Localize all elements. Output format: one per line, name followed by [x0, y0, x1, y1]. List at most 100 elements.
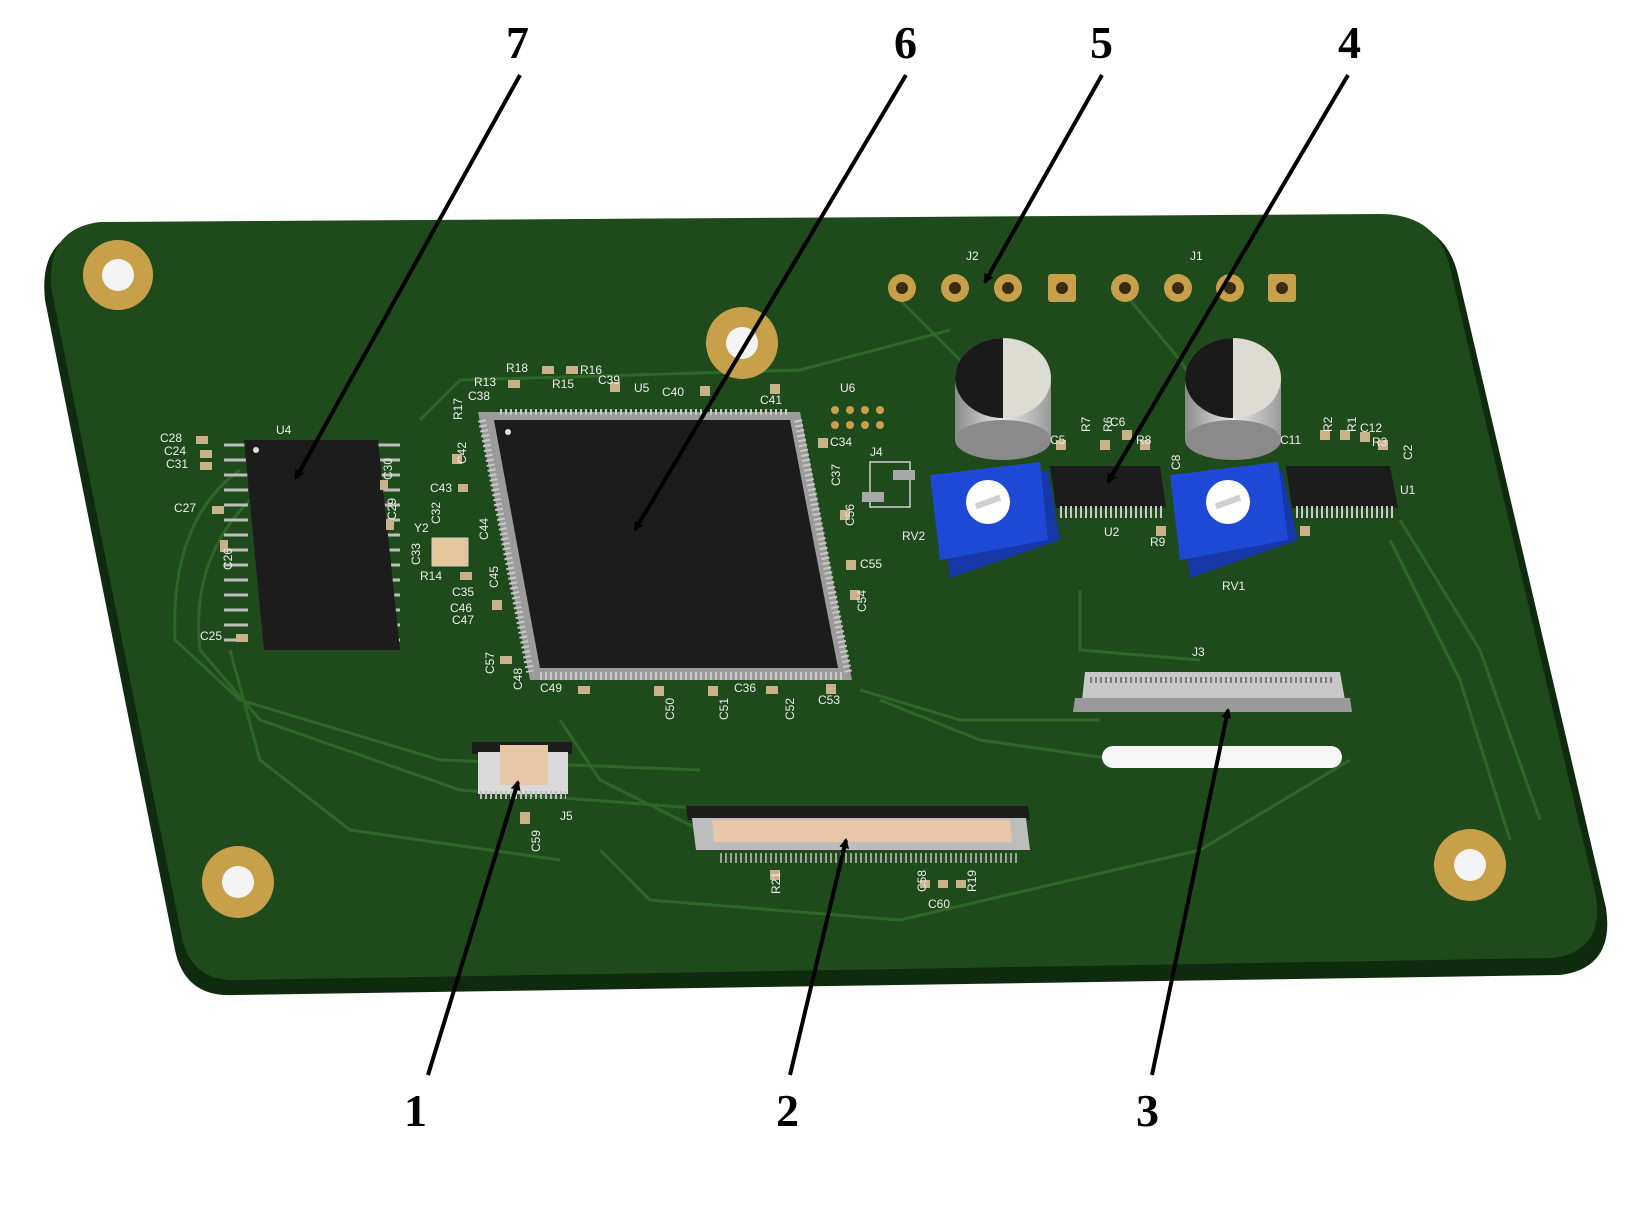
label-c35: C35	[452, 585, 474, 599]
label-r6: R6	[1101, 416, 1115, 432]
label-c8: C8	[1169, 454, 1183, 470]
label-c47: C47	[452, 613, 474, 627]
label-r18: R18	[506, 361, 528, 375]
label-c48: C48	[511, 668, 525, 690]
ic-u4	[224, 440, 400, 650]
label-c54: C54	[855, 590, 869, 612]
electrolytic-capacitor-right	[1185, 338, 1281, 460]
label-c40: C40	[662, 385, 684, 399]
label-c25: C25	[200, 629, 222, 643]
crystal-y2	[431, 537, 469, 567]
label-c6: C6	[1110, 415, 1126, 429]
label-c34: C34	[830, 435, 852, 449]
label-c53: C53	[818, 693, 840, 707]
leader-1	[426, 780, 521, 1076]
label-c37: C37	[829, 464, 843, 486]
label-c12: C12	[1360, 421, 1382, 435]
ic-u5	[478, 409, 852, 680]
label-c41: C41	[760, 393, 782, 407]
label-u2: U2	[1104, 525, 1120, 539]
callout-1: 1	[404, 1085, 427, 1136]
label-c2: C2	[1401, 444, 1415, 460]
leader-3	[1150, 708, 1232, 1076]
label-c39: C39	[598, 373, 620, 387]
footprint-u6	[831, 406, 884, 429]
mounting-hole-bottom-left	[202, 846, 274, 918]
mounting-hole-bottom-right	[1434, 829, 1506, 901]
label-u5: U5	[634, 381, 650, 395]
callout-3: 3	[1136, 1085, 1159, 1136]
label-r14: R14	[420, 569, 442, 583]
leader-6	[633, 73, 908, 532]
label-c59: C59	[529, 830, 543, 852]
label-j4: J4	[870, 445, 883, 459]
label-c60: C60	[928, 897, 950, 911]
label-u4: U4	[276, 423, 292, 437]
callout-leaders	[294, 73, 1350, 1076]
board-slot	[1102, 746, 1342, 768]
label-y2: Y2	[414, 521, 429, 535]
label-c55: C55	[860, 557, 882, 571]
mounting-hole-top-left	[83, 240, 153, 310]
callout-6: 6	[894, 17, 917, 68]
label-j3: J3	[1192, 645, 1205, 659]
label-c50: C50	[663, 698, 677, 720]
label-c56: C56	[843, 504, 857, 526]
label-c11: C11	[1280, 433, 1301, 447]
callout-5: 5	[1090, 17, 1113, 68]
label-c27: C27	[174, 501, 196, 515]
mounting-hole-top-center	[706, 307, 778, 379]
callout-7: 7	[506, 17, 529, 68]
label-c51: C51	[717, 698, 731, 720]
label-j5: J5	[560, 809, 573, 823]
label-r19: R19	[965, 870, 979, 892]
label-c36: C36	[734, 681, 756, 695]
label-r1: R1	[1345, 416, 1359, 432]
label-r13: R13	[474, 375, 496, 389]
label-c46: C46	[450, 601, 472, 615]
label-j1: J1	[1190, 249, 1203, 263]
label-c44: C44	[477, 518, 491, 540]
electrolytic-capacitor-left	[955, 338, 1051, 460]
label-c28: C28	[160, 431, 182, 445]
smd-passives	[196, 366, 1388, 888]
label-r8: R8	[1136, 433, 1152, 447]
ic-u2	[1050, 466, 1166, 518]
connector-ribbon	[686, 806, 1030, 863]
connector-j3	[1073, 672, 1352, 712]
label-c5: C5	[1050, 433, 1066, 447]
label-c26: C26	[221, 548, 235, 570]
label-c49: C49	[540, 681, 562, 695]
connector-j5	[472, 742, 572, 799]
label-c38: C38	[468, 389, 490, 403]
callout-4: 4	[1338, 17, 1361, 68]
label-c43: C43	[430, 481, 452, 495]
label-c32: C32	[429, 502, 443, 524]
label-c52: C52	[783, 698, 797, 720]
label-rv1: RV1	[1222, 579, 1245, 593]
label-c31: C31	[166, 457, 188, 471]
label-u1: U1	[1400, 483, 1416, 497]
potentiometer-rv1	[1170, 462, 1298, 578]
label-u6: U6	[840, 381, 856, 395]
component-j4	[862, 461, 915, 508]
label-r7: R7	[1079, 416, 1093, 432]
leader-5	[983, 74, 1104, 284]
label-c42: C42	[455, 442, 469, 464]
label-r15: R15	[552, 377, 574, 391]
leader-2	[788, 838, 850, 1076]
potentiometer-rv2	[930, 462, 1060, 578]
label-r3: R3	[1372, 435, 1388, 449]
label-r21: R21	[769, 872, 783, 894]
label-j2: J2	[966, 249, 979, 263]
label-c24: C24	[164, 444, 186, 458]
header-pad-holes	[896, 282, 1288, 294]
leader-4	[1106, 73, 1350, 484]
leader-7	[294, 74, 522, 480]
label-rv2: RV2	[902, 529, 925, 543]
label-c45: C45	[487, 566, 501, 588]
label-r9: R9	[1150, 535, 1166, 549]
ic-u1	[1286, 466, 1398, 518]
silkscreen-labels: U4 C28 C24 C31 C27 C26 C25 C30 C29 C33 Y…	[160, 249, 1416, 911]
